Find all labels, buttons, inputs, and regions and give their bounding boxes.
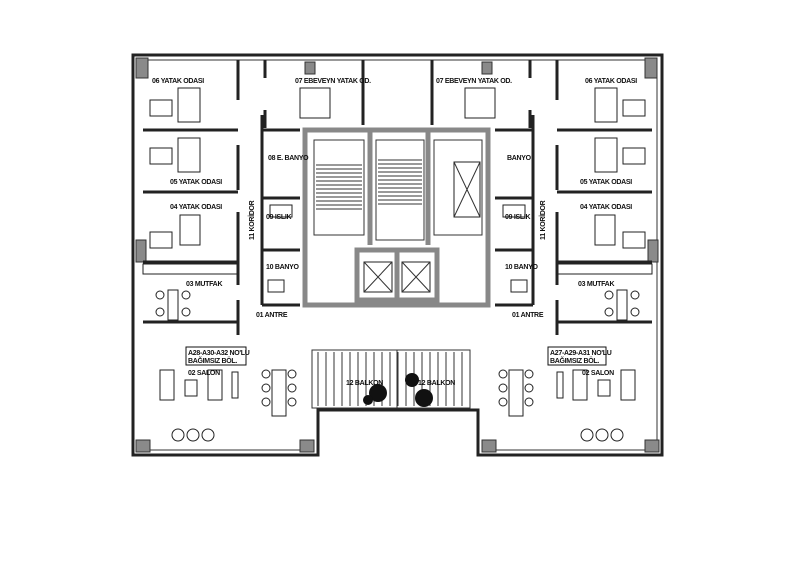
room-label: 06 YATAK ODASI	[585, 78, 637, 85]
staircase	[316, 159, 422, 210]
chair	[261, 369, 271, 379]
stool	[630, 290, 640, 300]
kitchen-counter	[142, 263, 238, 275]
desk	[149, 147, 173, 165]
desk	[622, 231, 646, 249]
balcony	[311, 349, 471, 409]
left-unit-label-2: BAĞIMSIZ BÖL.	[188, 356, 237, 365]
bed	[177, 137, 201, 173]
armchair	[610, 428, 624, 442]
exterior-wall	[131, 53, 664, 457]
sofa	[572, 369, 588, 401]
building-core	[302, 127, 491, 308]
chair	[287, 397, 297, 407]
desk	[149, 231, 173, 249]
stool	[604, 290, 614, 300]
room-label: 06 YATAK ODASI	[152, 78, 204, 85]
armchair	[595, 428, 609, 442]
room-label: 07 EBEVEYN YATAK OD.	[295, 78, 371, 85]
desk	[622, 147, 646, 165]
elevators	[363, 161, 481, 293]
room-label: 11 KORİDOR	[539, 200, 547, 240]
right-unit-label-2: BAĞIMSIZ BÖL.	[550, 356, 599, 365]
sofa	[207, 369, 223, 401]
stool	[155, 290, 165, 300]
tv-unit	[556, 371, 564, 399]
room-label: 01 ANTRE	[256, 312, 288, 319]
armchair	[580, 428, 594, 442]
bathtub	[269, 204, 293, 218]
right-unit-walls	[430, 60, 652, 335]
room-label: 04 YATAK ODASI	[170, 204, 222, 211]
room-label: 03 MUTFAK	[186, 281, 222, 288]
room-label: 02 SALON	[582, 370, 614, 377]
columns	[135, 57, 660, 453]
chair	[524, 397, 534, 407]
coffee-table	[597, 379, 611, 397]
room-label: 04 YATAK ODASI	[580, 204, 632, 211]
kitchen-counter	[557, 263, 653, 275]
armchair	[171, 428, 185, 442]
room-label: 05 YATAK ODASI	[580, 179, 632, 186]
room-label: BANYO	[507, 155, 532, 162]
tv-unit	[231, 371, 239, 399]
room-label: 03 MUTFAK	[578, 281, 614, 288]
chair	[287, 383, 297, 393]
bed	[594, 137, 618, 173]
chair	[524, 369, 534, 379]
bed	[464, 87, 496, 119]
armchair	[201, 428, 215, 442]
chair	[498, 397, 508, 407]
room-label: 10 BANYO	[266, 264, 299, 271]
chair	[261, 383, 271, 393]
stool	[181, 307, 191, 317]
dining-table	[508, 369, 524, 417]
bathtub	[267, 279, 285, 293]
room-label: 12 BALKON	[418, 380, 455, 387]
stool	[630, 307, 640, 317]
left-unit-label: A28-A30-A32 NO'LU	[188, 350, 250, 357]
chair	[498, 369, 508, 379]
bed	[594, 87, 618, 123]
chair	[261, 397, 271, 407]
room-label: 08 E. BANYO	[268, 155, 309, 162]
right-unit-label: A27-A29-A31 NO'LU	[550, 350, 612, 357]
kitchen-island	[616, 289, 628, 321]
sofa	[159, 369, 175, 401]
room-label: 10 BANYO	[505, 264, 538, 271]
plant-icon	[363, 373, 433, 407]
sofa	[620, 369, 636, 401]
room-label: 09 ISLIK	[266, 214, 291, 221]
stool	[604, 307, 614, 317]
desk	[149, 99, 173, 117]
stool	[181, 290, 191, 300]
bed	[299, 87, 331, 119]
kitchen-island	[167, 289, 179, 321]
chair	[524, 383, 534, 393]
bed	[177, 87, 201, 123]
bed	[179, 214, 201, 246]
right-unit-label-box	[547, 346, 607, 366]
bathtub	[502, 204, 526, 218]
room-label: 05 YATAK ODASI	[170, 179, 222, 186]
room-label: 02 SALON	[188, 370, 220, 377]
chair	[498, 383, 508, 393]
stool	[155, 307, 165, 317]
chair	[287, 369, 297, 379]
armchair	[186, 428, 200, 442]
bed	[594, 214, 616, 246]
desk	[622, 99, 646, 117]
room-label: 12 BALKON	[346, 380, 383, 387]
room-label: 09 ISLIK	[505, 214, 530, 221]
room-label: 01 ANTRE	[512, 312, 544, 319]
dining-table	[271, 369, 287, 417]
room-label: 11 KORİDOR	[248, 200, 256, 240]
left-unit-label-box	[185, 346, 247, 366]
bathtub	[510, 279, 528, 293]
left-unit-walls	[143, 60, 365, 335]
coffee-table	[184, 379, 198, 397]
furniture	[142, 87, 653, 442]
room-label: 07 EBEVEYN YATAK OD.	[436, 78, 512, 85]
